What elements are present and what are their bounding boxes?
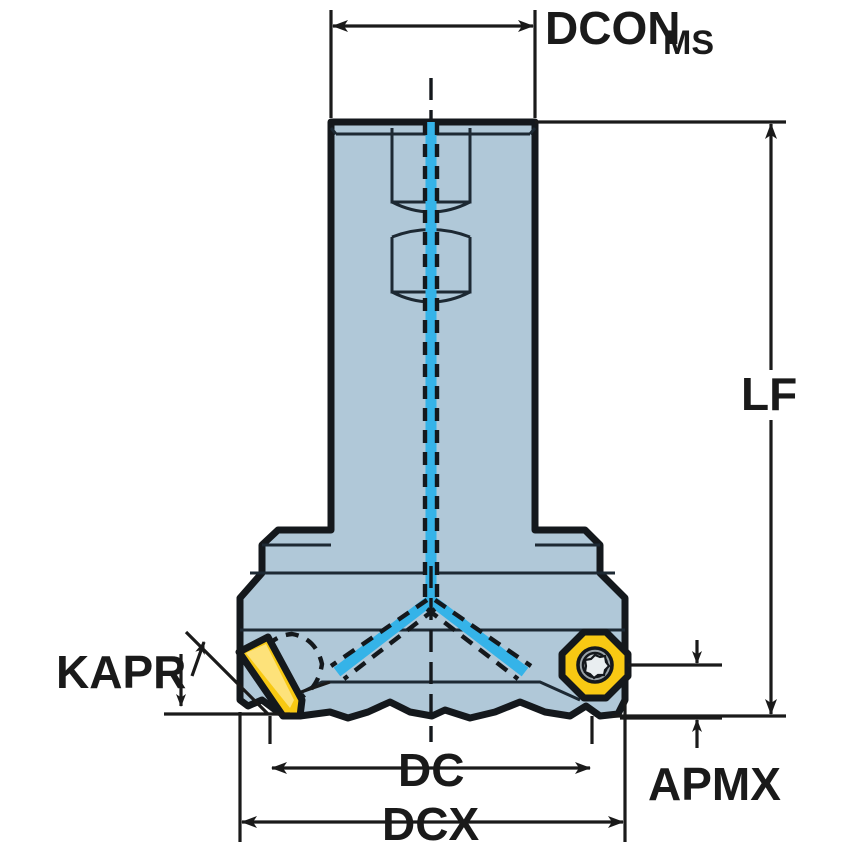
kapr-arrow-upper [190, 641, 206, 677]
insert-right [558, 628, 632, 702]
dimension-lf: LF [535, 120, 797, 718]
insert-left-highlight [246, 644, 294, 708]
apmx-label: APMX [648, 758, 781, 810]
torx-drive-icon [583, 653, 611, 680]
kapr-label: KAPR [56, 646, 186, 698]
shank-top-left-corner [329, 127, 338, 135]
dimension-apmx: APMX [620, 640, 781, 810]
branch-wall-right-a [433, 598, 533, 668]
tool-geometry [235, 78, 632, 742]
dc-label: DC [398, 744, 464, 796]
dimension-kapr: KAPR [56, 630, 290, 716]
dimension-dcon: DCON MS [329, 2, 714, 118]
coolant-branch-left [333, 595, 435, 677]
dcx-label: DCX [382, 798, 479, 850]
branch-wall-left-a [329, 598, 429, 668]
dimension-dc: DC [268, 716, 594, 796]
insert-left [235, 633, 306, 720]
dcon-subscript-label: MS [663, 24, 714, 62]
lf-label: LF [741, 368, 797, 420]
coolant-branch-right [427, 595, 529, 677]
branch-wall-left-b [342, 607, 437, 681]
dimension-dcx: DCX [238, 700, 627, 850]
coolant-channel [333, 122, 529, 677]
coolant-bore-hidden-lines [329, 122, 533, 681]
dcon-label: DCON [545, 2, 680, 54]
branch-wall-right-b [425, 607, 520, 681]
shank-top-right-corner [528, 127, 537, 135]
